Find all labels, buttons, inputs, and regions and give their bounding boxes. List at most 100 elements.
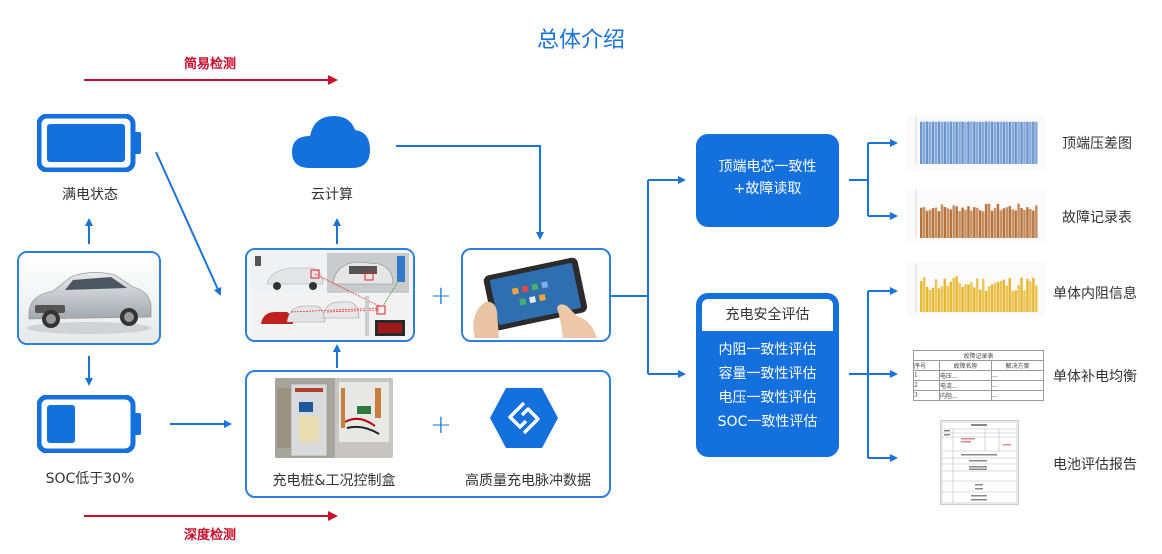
- thumbnail-bar: [996, 121, 1000, 164]
- thumbnail-bar: [952, 121, 955, 164]
- full-to-scene-arrow: [155, 151, 222, 296]
- thumbnail-bar: [1023, 290, 1026, 312]
- table-row: 2 电流... ...: [913, 380, 1044, 391]
- thumbnail-bar: [999, 121, 1003, 164]
- thumbnail-bar: [1032, 210, 1035, 238]
- thumbnail-bar: [987, 203, 991, 238]
- thumbnail-bar: [967, 121, 970, 164]
- thumbnail-bar: [967, 206, 970, 238]
- brown-bar-chart-thumbnail: [906, 188, 1046, 244]
- thumbnail-bar: [934, 121, 938, 164]
- thumbnail-bar: [1023, 121, 1026, 164]
- thumbnail-bar: [931, 121, 935, 164]
- thumbnail-bar: [1026, 121, 1029, 164]
- thumbnail-bar: [1035, 205, 1038, 238]
- thumbnail-bar: [961, 121, 964, 164]
- thumbnail-bar: [993, 121, 997, 164]
- safety-item-resistance: 内阻一致性评估: [718, 342, 817, 358]
- fault-table-header: 故障名称: [939, 360, 992, 371]
- thumbnail-bar: [946, 208, 950, 238]
- thumbnail-bar: [955, 206, 958, 238]
- thumbnail-bar: [990, 284, 994, 312]
- thumbnail-bar: [922, 121, 926, 164]
- thumbnail-bar: [949, 281, 953, 312]
- thumbnail-bar: [1014, 290, 1017, 312]
- thumbnail-bar: [928, 209, 932, 238]
- thumbnail-bar: [946, 286, 950, 312]
- safety-item-voltage: 电压一致性评估: [718, 390, 817, 406]
- charger-label: 充电桩&工况控制盒: [272, 473, 396, 489]
- fault-table-header: 解决方案: [991, 360, 1044, 371]
- full-battery-label: 满电状态: [62, 187, 118, 203]
- thumbnail-bar: [1011, 209, 1014, 238]
- thumbnail-bar: [1032, 277, 1035, 312]
- thumbnail-bar: [976, 121, 979, 164]
- cloud-icon: [292, 114, 372, 174]
- thumbnail-bar: [1035, 121, 1038, 164]
- thumbnail-bar: [973, 207, 976, 238]
- thumbnail-bar: [970, 282, 973, 312]
- thumbnail-bar: [934, 279, 938, 312]
- plus-sign-1: +: [430, 281, 452, 311]
- thumbnail-bar: [943, 278, 947, 312]
- thumbnail-bar: [925, 286, 929, 312]
- top-box-line-1: 顶端电芯一致性: [718, 159, 817, 175]
- thumbnail-bar: [979, 289, 982, 312]
- thumbnail-bar: [937, 288, 941, 312]
- thumbnail-bar: [1002, 279, 1006, 312]
- hardware-group-card: 充电桩&工况控制盒 + 高质量充电脉冲数据: [245, 370, 611, 498]
- fault-table-title: 故障记录表: [913, 350, 1044, 361]
- thumbnail-bar: [970, 121, 973, 164]
- thumbnail-bar: [1032, 121, 1035, 164]
- charging-scene-card: [245, 248, 415, 342]
- thumbnail-bar: [984, 121, 988, 164]
- report-document-thumbnail: [940, 420, 1019, 505]
- thumbnail-bar: [987, 286, 991, 312]
- thumbnail-bar: [1005, 285, 1009, 312]
- thumbnail-bar: [920, 281, 923, 312]
- output-label-report: 电池评估报告: [1053, 457, 1137, 473]
- thumbnail-bar: [943, 206, 947, 238]
- thumbnail-bar: [1029, 281, 1032, 312]
- thumbnail-bar: [940, 204, 944, 238]
- thumbnail-bar: [981, 121, 985, 164]
- thumbnail-bar: [958, 121, 961, 164]
- vehicle-card: [17, 251, 161, 345]
- thumbnail-bar: [999, 210, 1003, 238]
- deep-check-label: 深度检测: [183, 528, 236, 543]
- output-label-voltage-diff: 顶端压差图: [1062, 136, 1132, 152]
- safety-item-soc: SOC一致性评估: [717, 414, 818, 430]
- thumbnail-bar: [1020, 277, 1023, 312]
- thumbnail-bar: [922, 276, 926, 312]
- thumbnail-bar: [928, 121, 932, 164]
- thumbnail-bar: [973, 287, 976, 312]
- thumbnail-bar: [996, 281, 1000, 312]
- thumbnail-bar: [961, 286, 964, 312]
- table-row: 3 内阻... ...: [913, 390, 1044, 401]
- fault-table-header: 序号: [913, 360, 940, 371]
- thumbnail-bar: [981, 278, 985, 312]
- thumbnail-bar: [955, 276, 958, 312]
- thumbnail-bar: [999, 280, 1003, 312]
- thumbnail-bar: [1005, 207, 1009, 238]
- thumbnail-bar: [1011, 290, 1014, 312]
- safety-item-capacity: 容量一致性评估: [718, 366, 817, 382]
- thumbnail-bar: [1011, 121, 1014, 164]
- top-box-line-2: +故障读取: [733, 181, 802, 197]
- thumbnail-bar: [993, 208, 997, 238]
- thumbnail-bar: [1008, 121, 1012, 164]
- thumbnail-bar: [925, 121, 929, 164]
- thumbnail-bar: [1002, 208, 1006, 238]
- thumbnail-bar: [949, 209, 953, 238]
- thumbnail-bar: [937, 121, 941, 164]
- thumbnail-bar: [1014, 210, 1017, 238]
- thumbnail-bar: [925, 210, 929, 238]
- thumbnail-bar: [1017, 121, 1020, 164]
- thumbnail-bar: [958, 283, 961, 312]
- thumbnail-bar: [1026, 278, 1029, 312]
- charging-pile-image: [275, 378, 393, 458]
- thumbnail-bar: [931, 287, 935, 312]
- thumbnail-bar: [1014, 121, 1017, 164]
- tablet-hands-image: [463, 250, 609, 340]
- thumbnail-bar: [1020, 208, 1023, 238]
